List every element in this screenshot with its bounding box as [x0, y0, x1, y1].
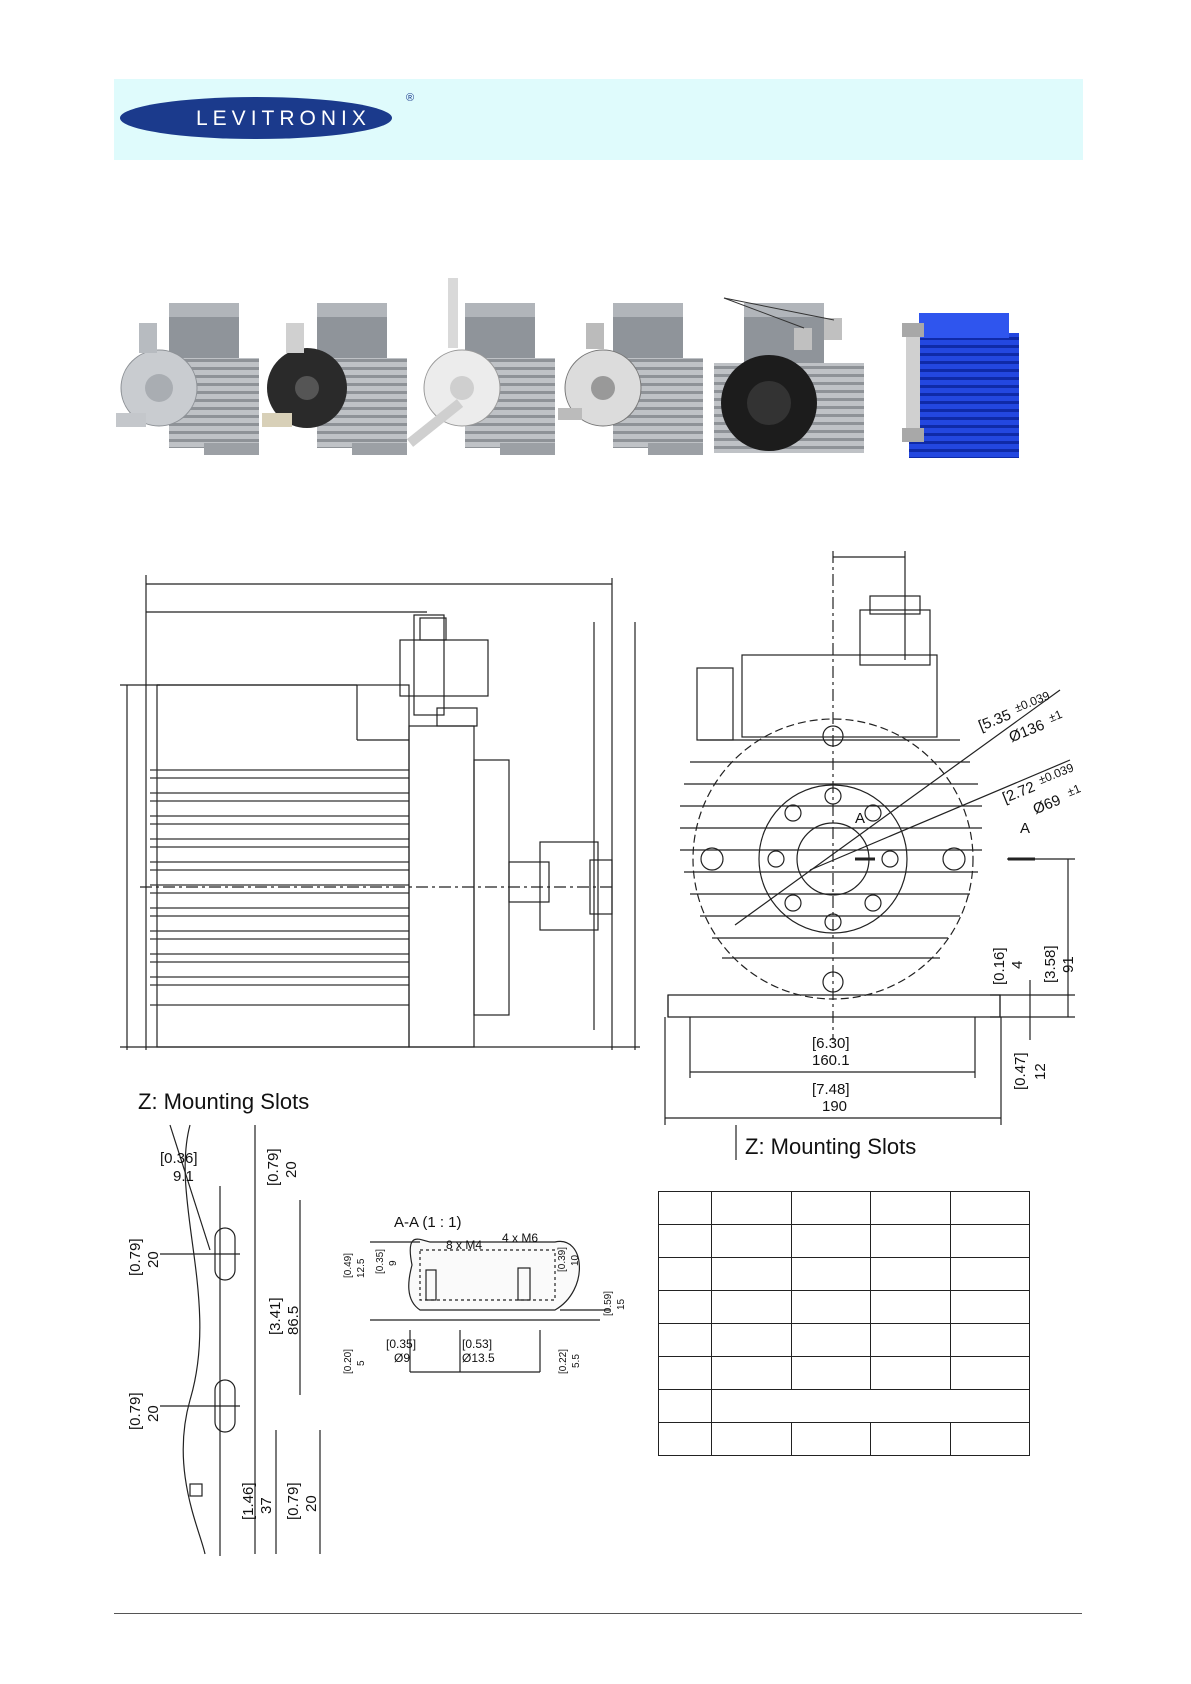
photo-flow-sensor	[714, 297, 864, 453]
dim-center-height-in: [3.58]	[1042, 945, 1059, 983]
dim-bottom-in: [1.46]	[240, 1482, 257, 1520]
dim-h4-mm: 15	[616, 1298, 627, 1310]
photo-blue-motor	[902, 313, 1019, 458]
dim-slot2-mm: 20	[145, 1405, 162, 1422]
dim-h1-in: [0.49]	[343, 1253, 354, 1278]
dim-bolt-inner-tol-in: ±0.039	[1036, 760, 1075, 787]
levitronix-logo: LEVITRONIX ®	[120, 92, 414, 139]
mounting-slots-title: Z: Mounting Slots	[138, 1089, 310, 1114]
dim-bolt-outer-tol-in: ±0.039	[1012, 688, 1051, 715]
dim-pitch-in: [3.41]	[267, 1297, 284, 1335]
table-row	[658, 1356, 1030, 1390]
threads-m4: 8 x M4	[446, 1238, 482, 1252]
dim-foot-thickness-mm: 4	[1009, 961, 1026, 969]
logo-wordmark: LEVITRONIX	[196, 107, 371, 130]
dim-bottom-mm: 37	[258, 1497, 275, 1514]
dim-h2-in: [0.35]	[375, 1249, 386, 1274]
dim-h4-in: [0.59]	[603, 1291, 614, 1316]
table-row	[658, 1323, 1030, 1357]
dim-base-width-in: [7.48]	[812, 1081, 850, 1098]
footer-rule	[114, 1613, 1082, 1614]
motor-fins	[150, 769, 409, 1006]
dim-foot-height-in: [0.47]	[1012, 1052, 1029, 1090]
front-view	[664, 551, 1075, 1160]
front-fins	[680, 739, 982, 959]
slots-dim-labels: [0.36] 9.1 [0.79] 20 [0.79] 20 [3.41] 86…	[127, 1148, 320, 1520]
dim-foot-height-mm: 12	[1032, 1063, 1049, 1080]
section-aa-labels: A-A (1 : 1) 8 x M4 4 x M6 [0.49] 12.5 [0…	[343, 1214, 627, 1374]
section-marker-a-left: A	[855, 810, 865, 827]
product-photo-row	[116, 278, 1019, 458]
dim-bolt-inner-mm: Ø69	[1031, 792, 1064, 818]
photo-pump-aluminum	[116, 303, 259, 455]
section-aa-title: A-A (1 : 1)	[394, 1214, 462, 1231]
table-row	[658, 1422, 1030, 1456]
dim-end-mm: 20	[303, 1495, 320, 1512]
table-row	[658, 1257, 1030, 1291]
dim-d1-mm: Ø9	[394, 1351, 410, 1365]
dim-b2-in: [0.22]	[558, 1349, 569, 1374]
table-row	[658, 1191, 1030, 1225]
dim-bolt-outer-tol-mm: ±1	[1047, 707, 1065, 725]
dim-d2-mm: Ø13.5	[462, 1351, 495, 1365]
mounting-slots-detail	[160, 1124, 321, 1556]
dim-center-height-mm: 91	[1060, 956, 1077, 973]
section-aa	[370, 1238, 610, 1373]
dim-pitch-mm: 86.5	[285, 1306, 302, 1335]
section-marker-a-right: A	[1020, 820, 1030, 837]
dim-base-width-mm: 190	[822, 1098, 847, 1115]
dim-h3-in: [0.39]	[557, 1247, 568, 1272]
registered-mark: ®	[406, 92, 414, 104]
logo-ellipse	[120, 97, 392, 139]
photo-pump-white	[406, 278, 555, 455]
dim-h1-mm: 12.5	[356, 1258, 367, 1278]
spec-table	[658, 1191, 1030, 1456]
dim-slot-spacing-mm: 160.1	[812, 1052, 850, 1069]
table-row	[658, 1389, 1030, 1423]
dim-slot1-in: [0.79]	[127, 1238, 144, 1276]
dim-edge-in: [0.36]	[160, 1150, 198, 1167]
dim-d2-in: [0.53]	[462, 1337, 492, 1351]
dim-h3-mm: 10	[570, 1254, 581, 1266]
table-row	[658, 1290, 1030, 1324]
dim-b1-in: [0.20]	[343, 1349, 354, 1374]
front-view-dim-labels: A A [5.35 ±0.039 Ø136 ±1 [2.72 ±0.039 Ø6…	[812, 688, 1083, 1115]
bolt-holes	[700, 725, 966, 993]
dim-h2-mm: 9	[388, 1260, 399, 1266]
dim-slot1-mm: 20	[145, 1251, 162, 1268]
dim-b1-mm: 5	[356, 1360, 367, 1366]
dim-top-in: [0.79]	[265, 1148, 282, 1186]
dim-edge-mm: 9.1	[173, 1168, 194, 1185]
table-row	[658, 1224, 1030, 1258]
dim-d1-in: [0.35]	[386, 1337, 416, 1351]
dim-top-mm: 20	[283, 1161, 300, 1178]
photo-pump-black	[262, 303, 407, 455]
threads-m6: 4 x M6	[502, 1231, 538, 1245]
side-view	[120, 575, 640, 1050]
mounting-slots-caption: Z: Mounting Slots	[745, 1134, 917, 1159]
dim-end-in: [0.79]	[285, 1482, 302, 1520]
dim-foot-thickness-in: [0.16]	[991, 947, 1008, 985]
dim-bolt-inner-tol-mm: ±1	[1065, 781, 1083, 799]
dim-b2-mm: 5.5	[571, 1354, 582, 1368]
dim-slot-spacing-in: [6.30]	[812, 1035, 850, 1052]
dim-slot2-in: [0.79]	[127, 1392, 144, 1430]
photo-pump-stainless	[558, 303, 703, 455]
